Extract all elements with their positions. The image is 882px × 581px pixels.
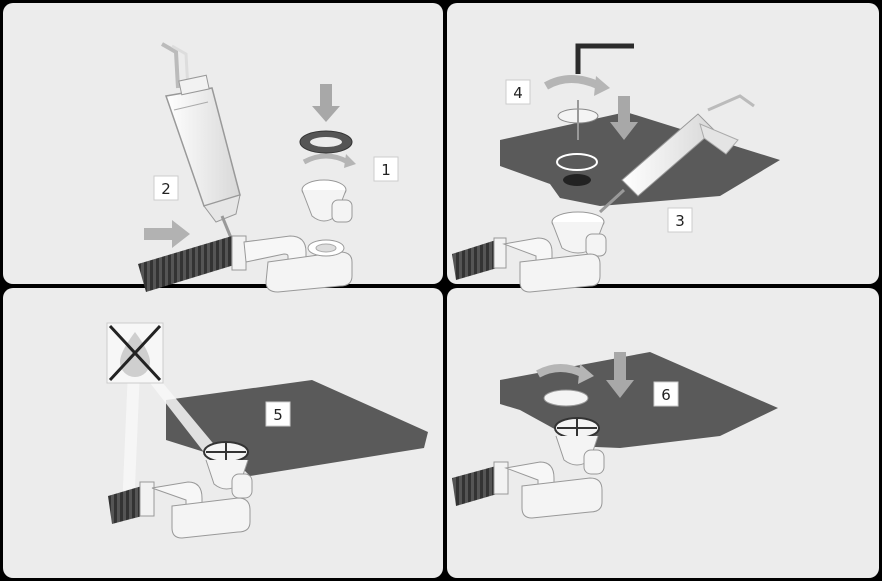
svg-text:4: 4 bbox=[513, 84, 523, 102]
drain-hole-icon bbox=[563, 174, 591, 186]
drain-grate-icon bbox=[555, 418, 599, 438]
svg-text:1: 1 bbox=[381, 161, 391, 179]
gasket-icon bbox=[300, 131, 352, 153]
step-label-4: 4 bbox=[506, 80, 530, 104]
step-label-5: 5 bbox=[266, 402, 290, 426]
drain-cover-icon bbox=[544, 390, 588, 406]
step-label-1: 1 bbox=[374, 157, 398, 181]
svg-text:3: 3 bbox=[675, 212, 685, 230]
svg-text:5: 5 bbox=[273, 406, 283, 424]
svg-text:2: 2 bbox=[161, 180, 171, 198]
drain-grate-icon bbox=[204, 442, 248, 462]
step-label-6: 6 bbox=[654, 382, 678, 406]
svg-text:6: 6 bbox=[661, 386, 671, 404]
no-water-icon bbox=[107, 323, 163, 383]
step-label-3: 3 bbox=[668, 208, 692, 232]
step-label-2: 2 bbox=[154, 176, 178, 200]
